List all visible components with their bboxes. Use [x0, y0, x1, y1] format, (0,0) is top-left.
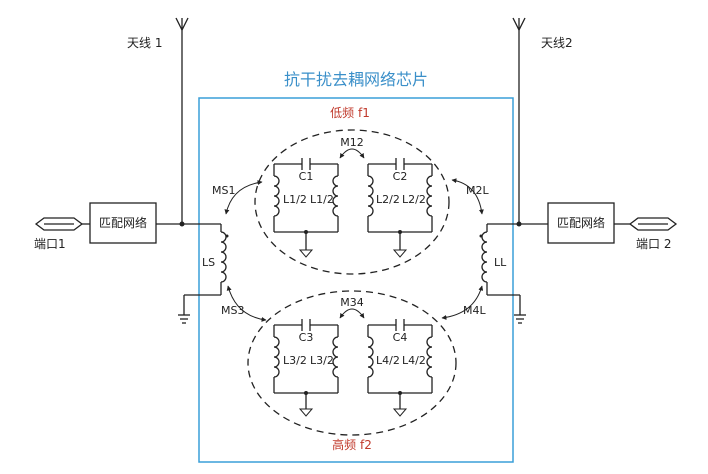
coupling-ms1-label: MS1 — [212, 184, 235, 197]
resonator-1-right-inductor-label: L1/2 — [310, 193, 334, 206]
resonator-2-left-inductor-label: L2/2 — [376, 193, 400, 206]
resonator-3-right-inductor-label: L3/2 — [310, 354, 334, 367]
antenna-right-icon — [512, 17, 526, 225]
resonator-2 — [367, 158, 433, 258]
resonator-4 — [367, 319, 433, 417]
resonator-3-cap-label: C3 — [299, 331, 314, 344]
resonator-1 — [273, 158, 339, 258]
resonator-4-left-inductor-label: L4/2 — [376, 354, 400, 367]
coupling-ms3-arrow — [226, 285, 267, 322]
coupling-ms3-label: MS3 — [221, 304, 244, 317]
inductor-ll-icon — [479, 224, 526, 324]
high-band-group — [247, 290, 457, 436]
antenna-right-label: 天线2 — [541, 36, 573, 50]
coupling-m2l-label: M2L — [466, 184, 489, 197]
antenna-left-icon — [175, 17, 189, 225]
matching-network-right — [547, 202, 615, 244]
resonator-1-left-inductor-label: L1/2 — [283, 193, 307, 206]
high-band-label: 高频 f2 — [332, 437, 372, 452]
coupling-ms1-arrow — [224, 180, 263, 215]
inductor-ls-icon — [178, 224, 229, 324]
coupling-m12-label: M12 — [340, 136, 364, 149]
inductor-ll-label: LL — [494, 256, 507, 269]
matching-network-left — [89, 202, 157, 244]
resonator-2-right-inductor-label: L2/2 — [402, 193, 426, 206]
coupling-m4l-arrow — [441, 285, 484, 320]
resonator-4-cap-label: C4 — [393, 331, 408, 344]
matching-network-right-label: 匹配网络 — [557, 215, 605, 230]
resonator-1-cap-label: C1 — [299, 170, 314, 183]
inductor-ls-label: LS — [202, 256, 215, 269]
resonator-4-right-inductor-label: L4/2 — [402, 354, 426, 367]
low-band-label: 低频 f1 — [330, 106, 370, 120]
chip-title: 抗干扰去耦网络芯片 — [284, 70, 428, 89]
port-left-label: 端口1 — [34, 237, 66, 251]
coupling-m34-arrow — [339, 308, 365, 319]
coupling-m4l-label: M4L — [463, 304, 486, 317]
coupling-m2l-arrow — [451, 178, 484, 215]
antenna-left-label: 天线 1 — [127, 36, 162, 50]
coupling-m12-arrow — [339, 148, 365, 159]
resonator-3-left-inductor-label: L3/2 — [283, 354, 307, 367]
port-right-connector — [628, 217, 678, 231]
chip-boundary — [198, 97, 514, 463]
port-right-label: 端口 2 — [636, 237, 671, 251]
resonator-2-cap-label: C2 — [393, 170, 408, 183]
port-left-connector — [34, 217, 84, 231]
matching-network-left-label: 匹配网络 — [99, 215, 147, 230]
coupling-m34-label: M34 — [340, 296, 364, 309]
resonator-3 — [273, 319, 339, 417]
